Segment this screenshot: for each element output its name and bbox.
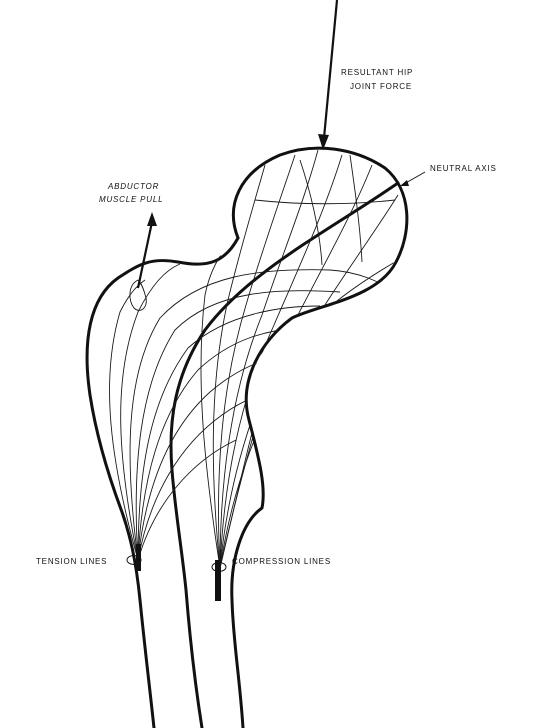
- compression-line-group: [201, 150, 398, 568]
- label-resultant-line1: RESULTANT HIP: [341, 68, 413, 77]
- label-tension-lines: TENSION LINES: [36, 557, 107, 566]
- compression-marker: [212, 560, 226, 601]
- label-resultant-line2: JOINT FORCE: [350, 82, 412, 91]
- abductor-arrowhead: [147, 212, 157, 226]
- label-abductor-line2: MUSCLE PULL: [99, 195, 163, 204]
- label-neutral-axis: NEUTRAL AXIS: [430, 164, 497, 173]
- label-abductor-line1: ABDUCTOR: [107, 182, 159, 191]
- neutral-axis-arrowhead: [400, 180, 409, 186]
- femur-outline: [87, 148, 407, 728]
- label-compression-lines: COMPRESSION LINES: [232, 557, 331, 566]
- resultant-force-arrow: [318, 0, 337, 150]
